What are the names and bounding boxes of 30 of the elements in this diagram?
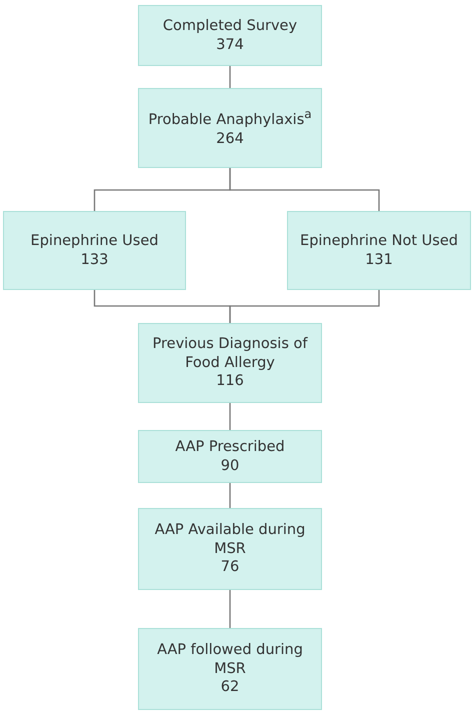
connector-line — [229, 403, 231, 430]
connector-line — [229, 168, 380, 211]
count-value: 133 — [80, 250, 108, 270]
connector-line — [229, 290, 380, 323]
box-label: Previous Diagnosis of Food Allergy — [152, 334, 309, 372]
count-value: 62 — [220, 678, 240, 698]
count-value: 374 — [216, 36, 244, 54]
count-value: 116 — [216, 372, 244, 392]
box-label: AAP followed during MSR — [156, 640, 304, 678]
count-value: 76 — [220, 558, 240, 578]
box-label: AAP Available during MSR — [154, 520, 306, 558]
box-label: Epinephrine Not Used — [300, 232, 458, 250]
connector-line — [229, 66, 231, 88]
connector-line — [229, 590, 231, 628]
process-box — [138, 88, 322, 168]
box-label: Probable Anaphylaxis$^{a}$ — [148, 107, 312, 130]
connector-line — [229, 483, 231, 508]
box-label: Completed Survey — [162, 16, 298, 36]
box-label: AAP Prescribed — [175, 438, 285, 456]
process-box — [138, 628, 322, 710]
process-box — [138, 508, 322, 590]
count-value: 131 — [365, 250, 393, 270]
process-box — [287, 211, 471, 290]
count-value: 90 — [220, 456, 240, 476]
process-box — [138, 323, 322, 403]
count-value: 264 — [216, 130, 244, 149]
process-box — [138, 5, 322, 66]
process-box — [3, 211, 186, 290]
process-box — [138, 430, 322, 483]
box-label: Epinephrine Used — [30, 232, 158, 250]
